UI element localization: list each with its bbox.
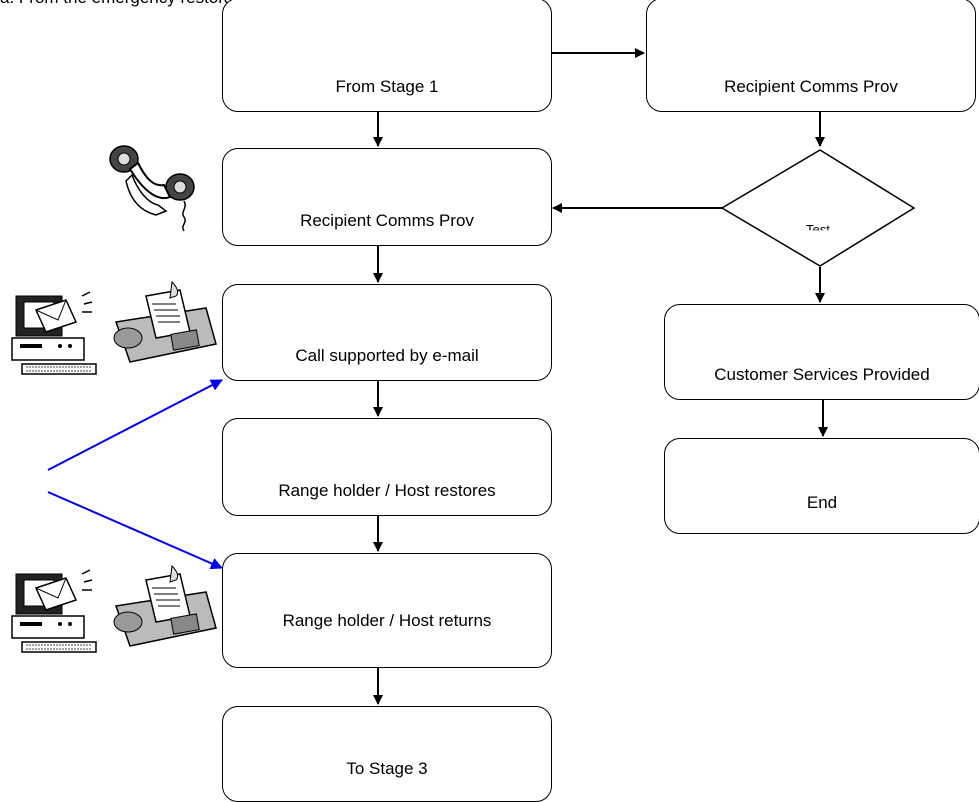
decision-diamond	[720, 149, 916, 267]
box-label: End	[806, 493, 838, 512]
decision-label: Test	[806, 222, 830, 237]
fax-machine-icon	[113, 280, 217, 363]
fax-machine-icon-lower	[113, 564, 217, 647]
box-recipient-comms-prov-right: Recipient Comms Prov	[646, 0, 976, 112]
box-label: Range holder / Host returns	[282, 611, 492, 630]
box-label: Recipient Comms Prov	[300, 211, 474, 230]
box-label: Range holder / Host restores	[278, 481, 496, 500]
telephone-handset-icon	[109, 145, 195, 232]
header-text: a. From the emergency restoration docume…	[0, 0, 377, 8]
box-range-holder-returns: Range holder / Host returns	[222, 553, 552, 668]
box-from-stage-1: From Stage 1	[222, 0, 552, 112]
box-label: Customer Services Provided	[714, 365, 930, 384]
box-label: From Stage 1	[335, 77, 439, 96]
box-range-holder-restores: Range holder / Host restores	[222, 418, 552, 516]
box-recipient-comms-prov-left: Recipient Comms Prov	[222, 148, 552, 246]
computer-email-icon-lower	[11, 569, 97, 653]
box-end: End	[664, 438, 979, 534]
box-customer-services-provided: Customer Services Provided	[664, 304, 979, 400]
box-label: To Stage 3	[346, 759, 428, 778]
box-to-stage-3: To Stage 3	[222, 706, 552, 802]
computer-email-icon	[11, 291, 97, 375]
box-call-supported: Call supported by e-mail	[222, 284, 552, 381]
blue-connector-lower	[47, 491, 223, 570]
box-label: Recipient Comms Prov	[724, 77, 898, 96]
blue-connector-upper	[47, 379, 223, 471]
box-label: Call supported by e-mail	[295, 346, 479, 365]
